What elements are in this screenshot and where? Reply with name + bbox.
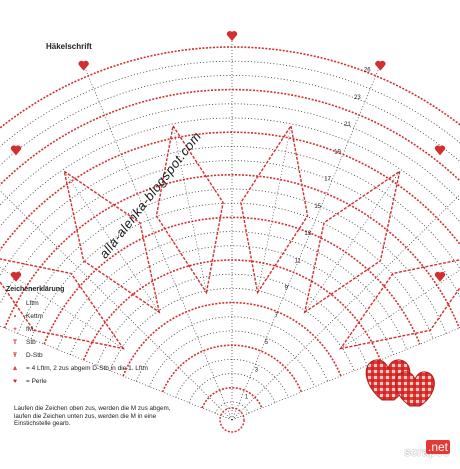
picot-heart xyxy=(434,145,446,156)
legend-label: = Perle xyxy=(26,377,47,385)
legend-heading: Zeichenerklärung xyxy=(6,286,65,293)
watermark-suffix: .net xyxy=(426,440,451,454)
pineapple-motif xyxy=(0,258,125,350)
start-ring xyxy=(219,407,245,433)
legend-box: Zeichenerklärung ○ Lftm • Kettm + fM T Stb Ŧ… xyxy=(6,286,176,388)
pineapple-motif xyxy=(240,124,309,295)
row-arc xyxy=(188,373,276,403)
row-arc xyxy=(122,301,342,377)
legend-symbol: T xyxy=(13,338,17,346)
row-arc xyxy=(0,46,460,129)
row-arc xyxy=(175,359,289,398)
row-arc xyxy=(135,316,329,382)
chart-title: Häkelschrift xyxy=(46,42,92,51)
spoke-line xyxy=(231,194,460,421)
row-number-label: 26 xyxy=(364,68,371,74)
row-arc xyxy=(3,174,460,329)
row-number-label: 9 xyxy=(285,286,289,292)
row-number-label: 23 xyxy=(354,95,361,101)
row-number-label: 11 xyxy=(294,258,301,264)
legend-row: T Stb xyxy=(6,336,176,349)
row-arc xyxy=(109,288,355,371)
picot-heart xyxy=(10,145,22,156)
picot-heart xyxy=(226,31,238,41)
row-number-label: 1 xyxy=(245,395,249,401)
row-arc xyxy=(82,259,382,361)
svg-text:P: P xyxy=(398,415,420,450)
legend-row: • Kettm xyxy=(6,310,176,323)
row-number-label: 17 xyxy=(324,177,331,183)
picot-heart xyxy=(375,60,386,71)
row-arc xyxy=(0,160,460,306)
pineapple-motif xyxy=(303,169,401,314)
row-number-label: 7 xyxy=(275,313,279,319)
legend-label: Kettm xyxy=(26,312,43,320)
row-arc xyxy=(0,60,460,147)
hearts-icon xyxy=(365,359,435,407)
legend-label: fM xyxy=(26,325,34,333)
legend-label: Stb xyxy=(26,338,36,346)
legend-label: D-Stb xyxy=(26,351,43,359)
row-arc xyxy=(70,245,394,355)
spoke-line xyxy=(231,69,379,421)
legend-label: = 4 Lftm, 2 zus abgem D-Stb in die 1. Lf… xyxy=(26,364,148,372)
pineapple-motif xyxy=(155,124,224,295)
legend-symbol: Ŧ xyxy=(13,351,17,359)
legend-symbol: ♥ xyxy=(13,377,17,385)
spoke-line xyxy=(85,69,233,421)
legend-row: ♥ = Perle xyxy=(6,375,176,388)
pineapple-axis xyxy=(63,171,160,313)
pineapple-axis xyxy=(340,269,460,349)
row-arc xyxy=(161,344,303,393)
row-number-label: 15 xyxy=(314,204,321,210)
pineapple-axis xyxy=(257,125,292,293)
legend-symbol: • xyxy=(13,312,17,320)
legend-row: + fM xyxy=(6,323,176,336)
pineapple-motif xyxy=(63,169,161,314)
row-arc xyxy=(0,103,460,206)
legend-symbol: + xyxy=(13,325,17,333)
pineapple-axis xyxy=(172,125,207,293)
pin-logo-icon: P xyxy=(398,415,420,450)
instruction-note: Laufen die Zeichen oben zus, werden die … xyxy=(14,405,171,428)
legend-row: ○ Lftm xyxy=(6,297,176,310)
site-watermark: P xyxy=(340,412,460,464)
picot-heart xyxy=(10,271,22,282)
row-arc xyxy=(0,88,460,186)
row-number-label: 21 xyxy=(344,122,351,128)
legend-label: Lftm xyxy=(26,299,39,307)
row-number-label: 19 xyxy=(334,149,341,155)
spoke-line xyxy=(0,325,233,421)
picot-heart xyxy=(78,60,89,71)
row-arc xyxy=(30,202,434,339)
pineapple-axis xyxy=(304,171,401,313)
legend-row: Ŧ D-Stb xyxy=(6,349,176,362)
spoke-line xyxy=(0,190,233,421)
row-number-label: 5 xyxy=(265,340,269,346)
row-arc xyxy=(0,131,460,252)
row-number-label: 13 xyxy=(304,231,311,237)
pineapple-axis xyxy=(0,267,124,349)
legend-row: ⩓ = 4 Lftm, 2 zus abgem D-Stb in die 1. L… xyxy=(6,362,176,375)
legend-symbol: ○ xyxy=(13,299,17,307)
row-arc xyxy=(96,273,368,366)
row-number-label: 3 xyxy=(255,367,259,373)
spoke-line xyxy=(231,327,460,421)
legend-symbol: ⩓ xyxy=(13,364,17,372)
picot-heart xyxy=(434,271,446,282)
pineapple-motif xyxy=(339,259,460,350)
